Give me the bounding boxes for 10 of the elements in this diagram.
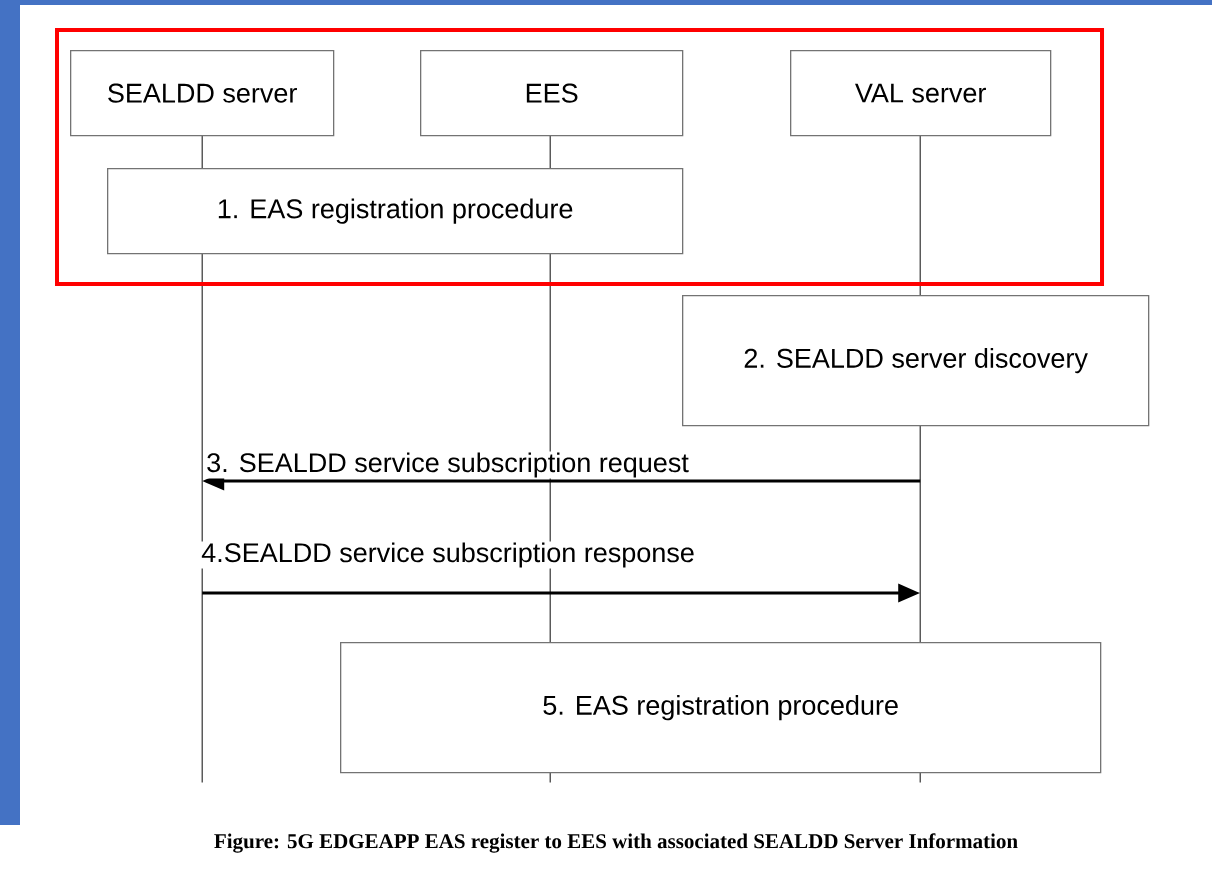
process-box: 1. EAS registration procedure	[107, 168, 684, 255]
edge-label: 4.SEALDD service subscription response	[200, 541, 696, 569]
process-box: EES	[420, 50, 684, 137]
process-box: 2. SEALDD server discovery	[682, 295, 1150, 427]
edge-label: 3. SEALDD service subscription request	[205, 451, 690, 479]
highlight-frame	[55, 28, 1104, 286]
figure-caption: Figure: 5G EDGEAPP EAS register to EES with associated SEALDD Server Information	[214, 833, 1018, 853]
process-box: VAL server	[790, 50, 1052, 137]
process-box: SEALDD server	[70, 50, 335, 137]
process-box: 5. EAS registration procedure	[340, 642, 1102, 774]
